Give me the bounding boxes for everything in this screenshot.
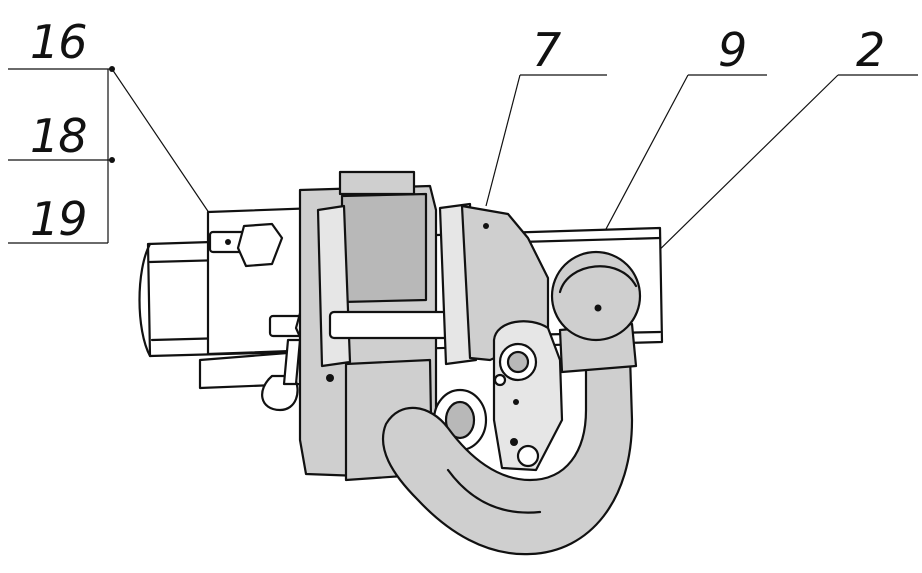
wheel-hub (444, 400, 476, 440)
tube-left-end (138, 242, 152, 358)
callout-dot-18 (109, 157, 115, 163)
hub-rivet-lower (510, 438, 518, 446)
mount-block-face (340, 192, 428, 304)
tow-ball (550, 250, 642, 342)
mount-side-plate-left (316, 204, 352, 368)
leader-line-16 (111, 68, 227, 239)
callout-label-19: 19 (30, 192, 87, 246)
leader-line-7 (485, 74, 521, 207)
callout-label-2: 2 (856, 23, 884, 77)
callout-label-16: 16 (30, 15, 87, 69)
hub-hole-1 (493, 373, 507, 387)
callout-label-7: 7 (532, 23, 561, 77)
hub-marker-9 (513, 399, 519, 405)
hook-arm-contour (446, 468, 542, 514)
bolt-marker-16 (225, 239, 231, 245)
mount-rivet (326, 374, 334, 382)
hook-arm-2 (381, 250, 642, 556)
safety-chain-strap (282, 338, 302, 386)
tube-right-edge-top (518, 236, 662, 244)
tow-ball-highlight (558, 265, 638, 294)
side-plate-marker-7 (483, 223, 489, 229)
cross-pin (328, 310, 462, 340)
central-mount-block (298, 170, 462, 482)
tow-ball-marker-2 (594, 304, 602, 312)
hook-arm-body (381, 354, 634, 556)
left-bracket (198, 206, 342, 412)
hub-center (506, 350, 530, 374)
callout-group-left: 16 18 19 (8, 15, 227, 246)
callout-label-9: 9 (718, 23, 746, 77)
callout-label-18: 18 (30, 109, 87, 163)
hook-arm-hole (516, 444, 540, 468)
mount-top-cap (338, 170, 416, 196)
bolt-head-upper (236, 222, 284, 268)
